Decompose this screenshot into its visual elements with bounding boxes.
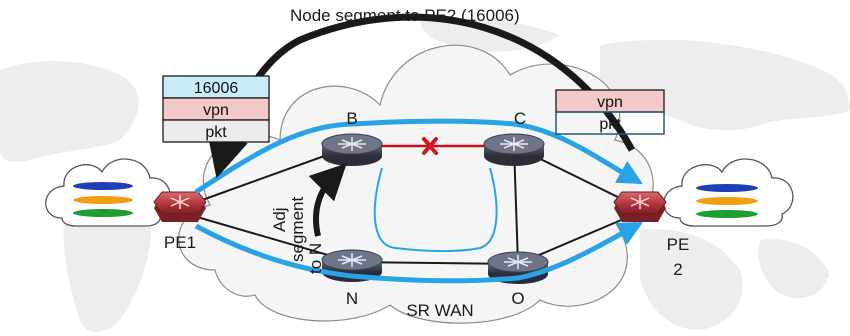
node-label-b: B <box>346 109 357 128</box>
adj-label-line3: to N <box>306 243 325 274</box>
cloud-label: SR WAN <box>406 301 473 320</box>
left-stack-vpn: vpn <box>203 102 229 119</box>
router-pe2-icon <box>613 191 667 222</box>
node-label-o: O <box>511 289 524 308</box>
path-pe1-to-pe2-upper <box>194 118 643 195</box>
router-pe1-icon <box>153 191 207 222</box>
right-label-stack: vpn pkt <box>555 89 665 135</box>
diagram-title: Node segment to PE2 (16006) <box>290 6 520 25</box>
router-o-icon <box>487 251 549 284</box>
path-pe1-to-pe2-lower <box>194 222 644 284</box>
link-failure-x-icon <box>422 137 438 155</box>
adj-segment-arrow <box>308 163 347 237</box>
left-site-cloud <box>45 158 172 227</box>
adj-label-line2: segment <box>288 197 307 262</box>
left-stack-pkt: pkt <box>205 124 227 141</box>
node-label-pe2-line1: PE <box>667 235 690 254</box>
left-label-stack: 16006 vpn pkt <box>162 75 270 143</box>
repair-loop-path <box>373 167 498 252</box>
adj-label-line1: Adj <box>270 207 289 232</box>
link-pe1-n <box>179 211 353 263</box>
node-label-c: C <box>514 109 526 128</box>
right-stack-pkt: pkt <box>599 116 621 133</box>
node-label-n: N <box>346 289 358 308</box>
node-label-pe1: PE1 <box>164 233 196 252</box>
router-c-icon <box>483 133 545 166</box>
right-site-cloud <box>663 158 794 227</box>
right-stack-vpn: vpn <box>597 94 623 111</box>
router-b-icon <box>321 133 383 166</box>
node-label-pe2-line2: 2 <box>673 260 682 279</box>
left-stack-sid: 16006 <box>194 80 239 97</box>
adj-segment-label: Adj segment to N <box>270 197 325 274</box>
